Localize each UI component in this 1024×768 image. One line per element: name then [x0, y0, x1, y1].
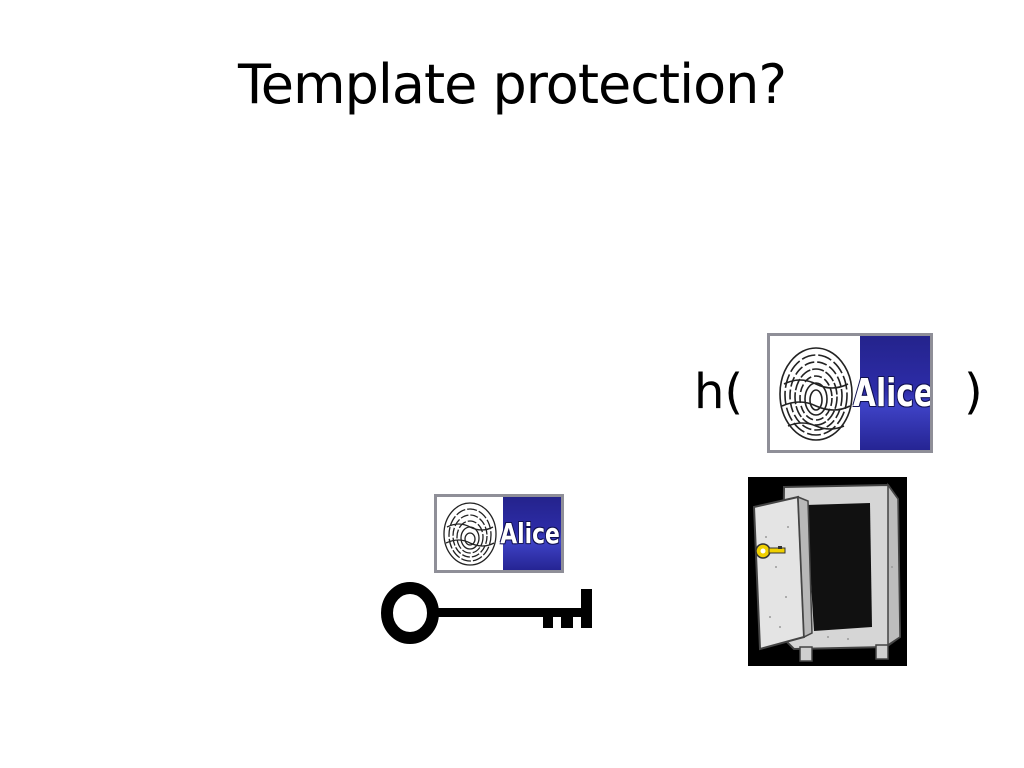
- fingerprint-panel: [437, 497, 503, 570]
- hash-function-open: h(: [694, 364, 744, 420]
- badge-name-label: Alice: [500, 517, 560, 550]
- fingerprint-icon: [779, 347, 853, 441]
- fingerprint-panel: [770, 336, 860, 450]
- open-safe-icon: [748, 477, 907, 666]
- hash-function-close: ): [964, 364, 983, 420]
- fingerprint-icon: [443, 502, 497, 566]
- slide-title: Template protection?: [237, 53, 787, 116]
- badge-name-label: Alice: [853, 371, 933, 415]
- alice-template-badge-hashed: Alice: [767, 333, 933, 453]
- key-icon: [381, 582, 592, 644]
- alice-template-badge: Alice: [434, 494, 564, 573]
